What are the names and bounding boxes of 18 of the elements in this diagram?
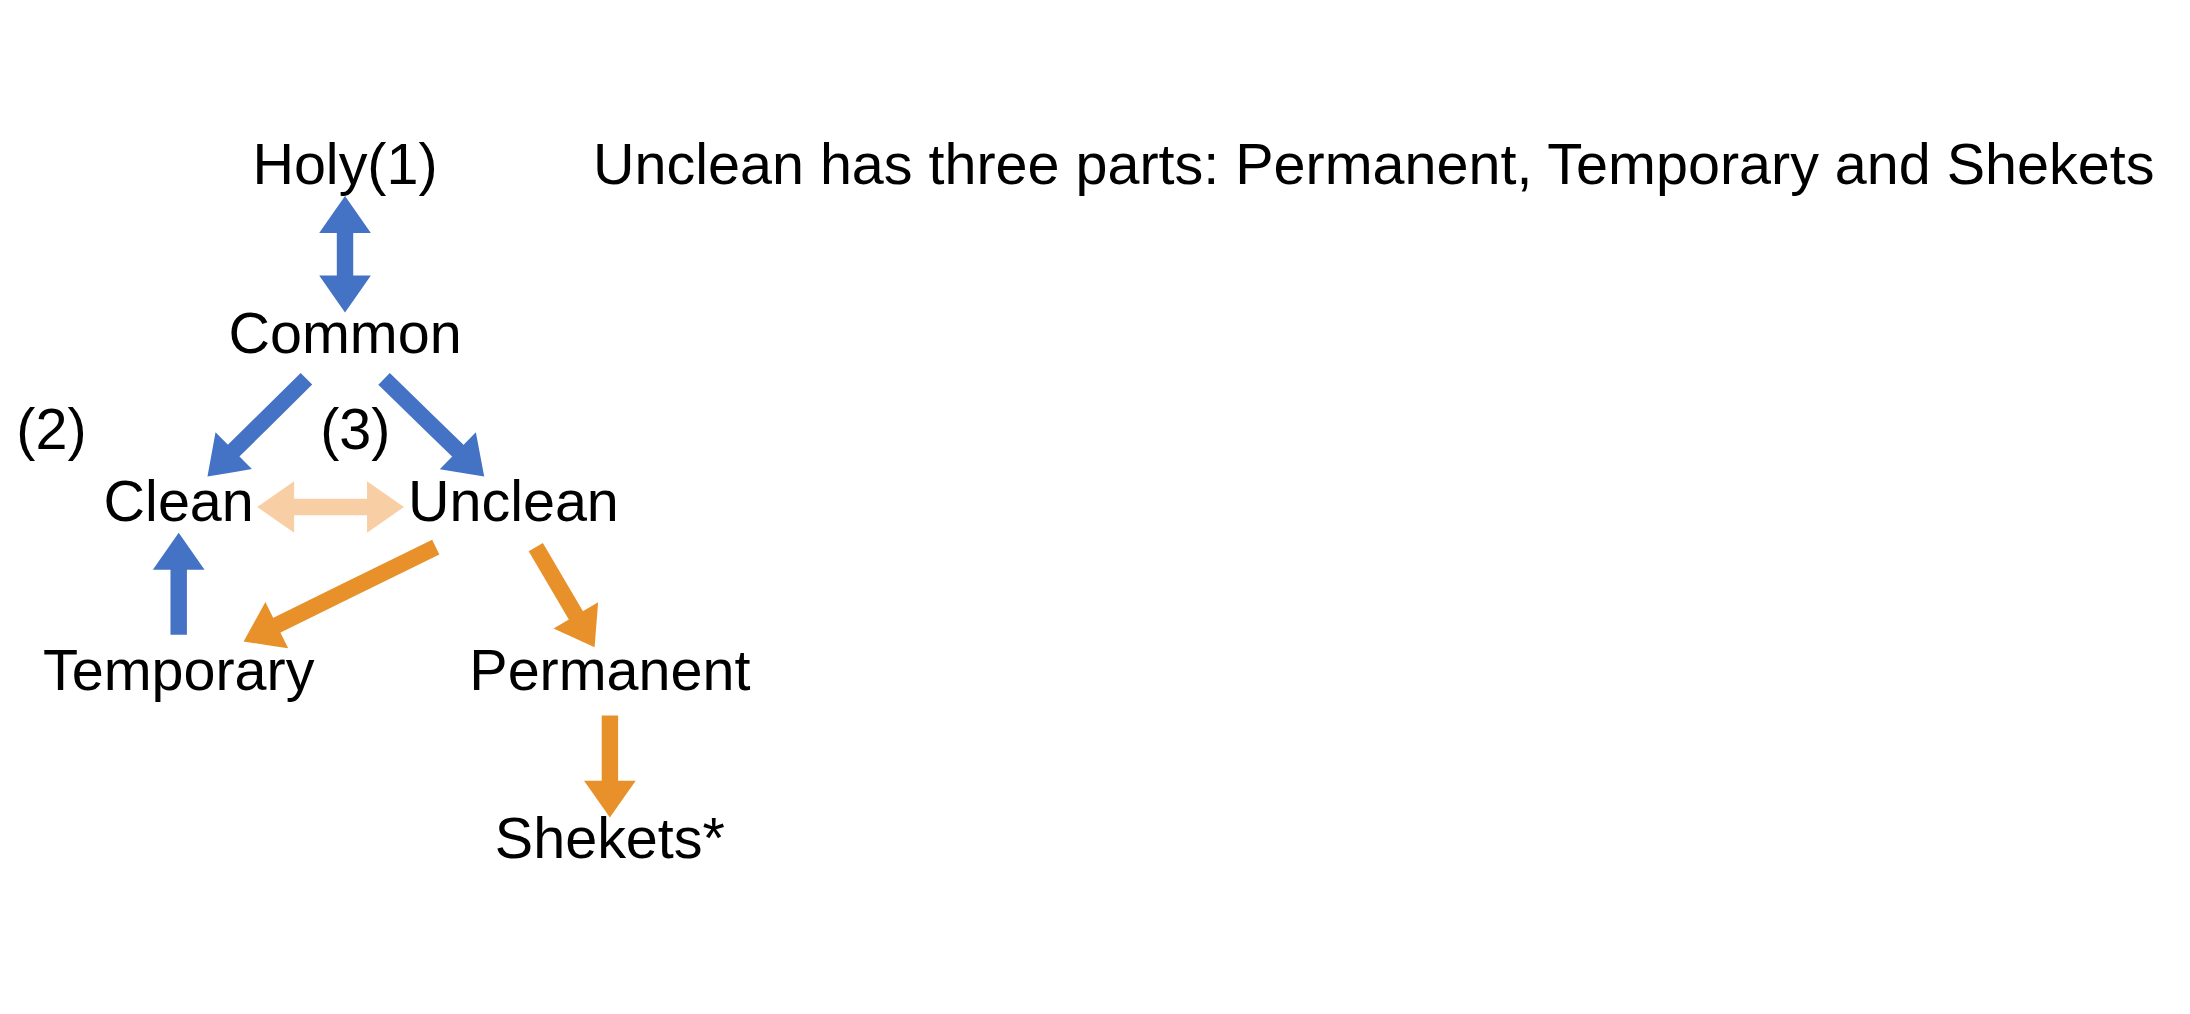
arrow xyxy=(378,372,485,477)
node-text: Temporary xyxy=(42,637,315,702)
arrow xyxy=(257,481,404,533)
arrow xyxy=(152,532,205,635)
arrow xyxy=(319,196,371,313)
node-text: Clean xyxy=(103,469,254,534)
label: Unclean has three parts: Permanent, Temporary and Shekets xyxy=(593,132,2155,197)
node-label: (3) xyxy=(320,397,391,462)
node-text: Common xyxy=(228,300,462,365)
node-text: Shekets* xyxy=(494,805,725,870)
arrow xyxy=(243,539,440,649)
node-text: Unclean xyxy=(407,469,619,534)
node-label: (2) xyxy=(16,397,87,462)
arrow xyxy=(528,542,599,648)
node-text: Permanent xyxy=(469,637,751,702)
arrow xyxy=(207,372,313,477)
arrow xyxy=(584,715,636,818)
node-text: Holy(1) xyxy=(252,132,438,197)
